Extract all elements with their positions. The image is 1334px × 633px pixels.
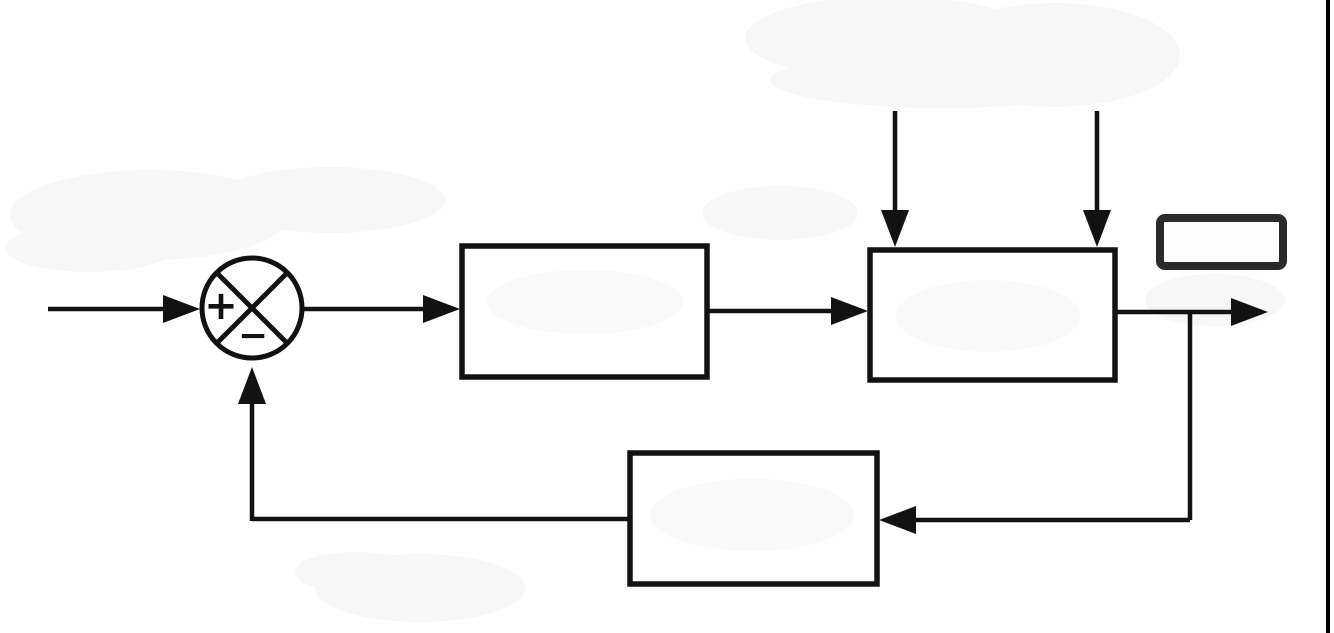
erased-label-ghost <box>215 167 445 233</box>
output-signal-arrowhead <box>1231 298 1268 326</box>
erased-label-ghost <box>295 552 415 592</box>
feedback-into-block-arrowhead <box>879 506 916 534</box>
feedback-into-sum-arrowhead <box>238 367 266 404</box>
erased-label-ghost <box>650 479 854 551</box>
plus-sign: + <box>204 283 238 329</box>
error-signal-arrowhead <box>423 295 460 323</box>
intermediate-signal-arrowhead <box>831 297 868 325</box>
erased-label-ghost <box>5 224 175 272</box>
input-signal-arrowhead <box>163 295 200 323</box>
erased-label-ghost <box>770 52 1120 108</box>
summing-junction: + − <box>199 255 305 361</box>
minus-sign: − <box>238 316 268 357</box>
answer-box[interactable] <box>1156 214 1287 270</box>
disturbance-arrow-1-head <box>881 210 909 247</box>
page-edge-strip <box>1326 0 1330 633</box>
erased-label-ghost <box>702 186 858 240</box>
disturbance-arrow-2-head <box>1083 210 1111 247</box>
summing-junction-cross-line <box>214 270 290 346</box>
erased-label-ghost <box>487 270 683 334</box>
erased-label-ghost <box>896 280 1080 352</box>
erased-label-ghost <box>1145 274 1285 326</box>
erased-label-ghosts <box>5 0 1285 622</box>
